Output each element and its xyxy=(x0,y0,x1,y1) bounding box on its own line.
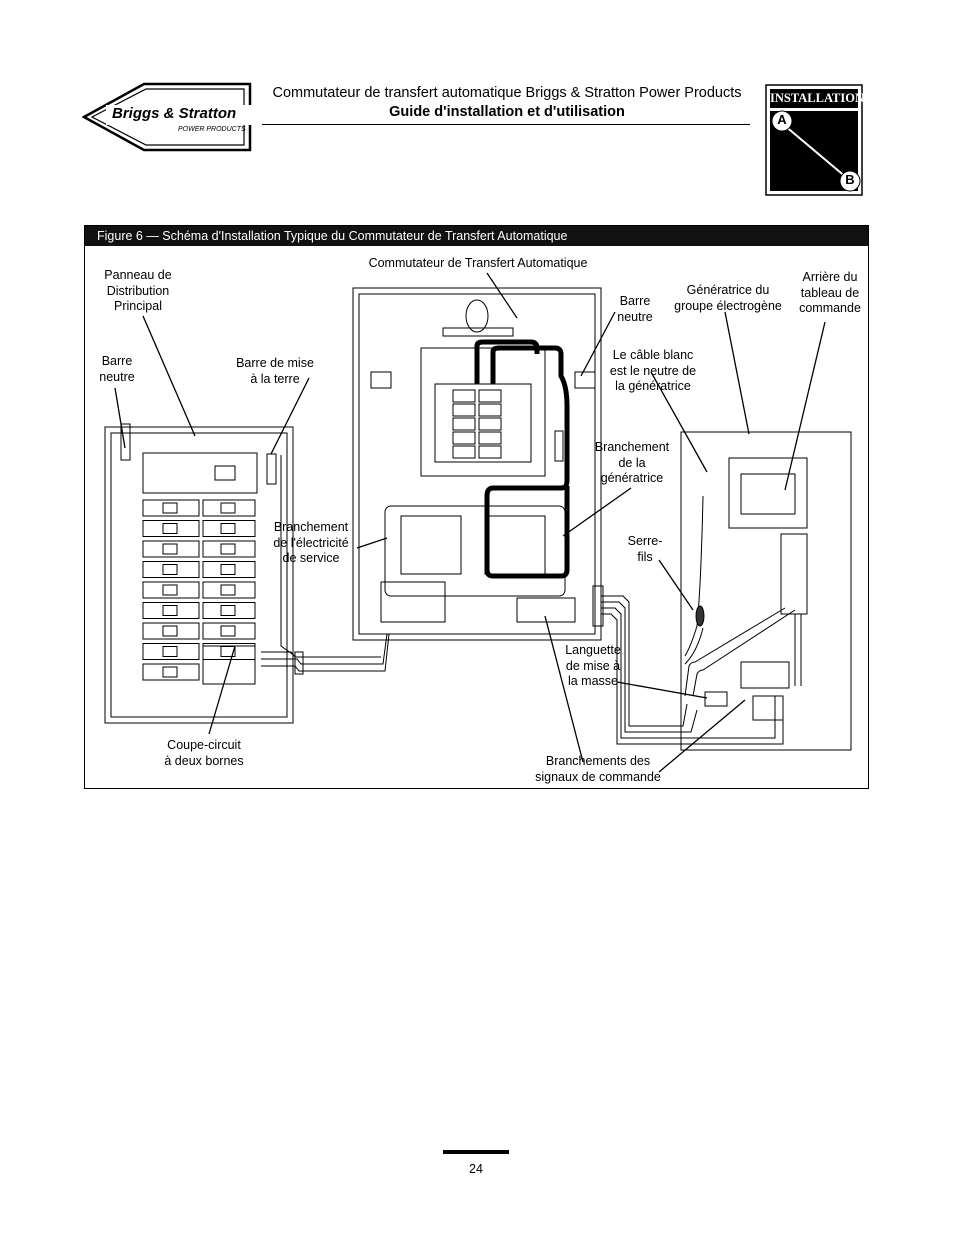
breaker-toggle xyxy=(220,605,236,616)
main-distribution-panel xyxy=(104,423,294,724)
breaker-toggle xyxy=(220,584,236,596)
breaker-left xyxy=(142,581,200,599)
breaker-toggle xyxy=(220,523,236,534)
breaker-right xyxy=(202,540,256,558)
point-b: B xyxy=(845,172,855,187)
label-ground-lug: Languette de mise à la masse xyxy=(565,643,621,688)
breaker-toggle xyxy=(162,666,178,678)
installation-diagram xyxy=(104,272,852,773)
label-neutral-bar-left: Barre neutre xyxy=(99,354,135,384)
breaker-right xyxy=(202,520,256,537)
ats-enclosure xyxy=(352,287,602,641)
label-main-panel: Panneau de Distribution Principal xyxy=(104,268,172,313)
breaker-toggle xyxy=(220,564,236,575)
header-subtitle: Guide d'installation et d'utilisation xyxy=(389,104,625,120)
figure-caption: Figure 6 — Schéma d'Installation Typique… xyxy=(85,226,868,246)
installation-title: INSTALLATION xyxy=(770,91,865,105)
label-white-cable: Le câble blanc est le neutre de la génér… xyxy=(609,348,697,393)
ats-breaker xyxy=(452,403,476,417)
ats-breaker xyxy=(452,445,476,459)
ats-breaker xyxy=(478,389,502,403)
breaker-toggle xyxy=(220,543,236,555)
breaker-left xyxy=(142,663,200,681)
breaker-right xyxy=(202,581,256,599)
breaker-toggle xyxy=(220,502,236,514)
breaker-left xyxy=(142,520,200,537)
figure-6: Figure 6 — Schéma d'Installation Typique… xyxy=(84,225,869,789)
breaker-left xyxy=(142,499,200,517)
ats-breaker xyxy=(478,431,502,445)
breaker-left xyxy=(142,540,200,558)
briggs-stratton-logo: Briggs & Stratton POWER PRODUCTS xyxy=(81,80,262,154)
breaker-toggle xyxy=(220,625,236,637)
header-rule xyxy=(262,124,750,125)
installation-badge: INSTALLATION A B xyxy=(765,84,865,196)
label-double-pole-breaker: Coupe-circuit à deux bornes xyxy=(164,738,244,768)
logo-brand: Briggs & Stratton xyxy=(112,105,237,122)
label-wire-nuts: Serre- fils xyxy=(627,534,663,564)
ats-breaker xyxy=(478,445,502,459)
breaker-toggle xyxy=(162,584,178,596)
label-generator-connection: Branchement de la génératrice xyxy=(594,440,670,485)
breaker-left xyxy=(142,561,200,578)
breaker-right xyxy=(202,561,256,578)
breaker-toggle xyxy=(162,564,178,575)
ats-breaker xyxy=(452,389,476,403)
page-number: 24 xyxy=(469,1162,483,1176)
installation-badge-icon xyxy=(765,84,863,196)
page-number-rule xyxy=(443,1150,509,1154)
label-neutral-bar-right: Barre neutre xyxy=(617,294,653,324)
generator-enclosure xyxy=(680,431,852,751)
breaker-toggle xyxy=(162,646,178,657)
ats-breaker xyxy=(478,403,502,417)
ats-breaker xyxy=(452,431,476,445)
breaker-toggle xyxy=(162,523,178,534)
label-ground-bar: Barre de mise à la terre xyxy=(236,356,314,386)
breaker-left xyxy=(142,643,200,660)
logo-sub: POWER PRODUCTS xyxy=(178,126,246,133)
point-a: A xyxy=(777,112,787,127)
label-ats: Commutateur de Transfert Automatique xyxy=(368,256,588,270)
breaker-toggle xyxy=(162,543,178,555)
breaker-left xyxy=(142,602,200,619)
header-title: Commutateur de transfert automatique Bri… xyxy=(272,85,742,101)
double-pole-breaker xyxy=(202,645,256,685)
label-generator: Génératrice du groupe électrogène xyxy=(674,283,782,313)
breaker-toggle xyxy=(162,605,178,616)
label-control-signal: Branchements des signaux de commande xyxy=(535,754,661,784)
breaker-toggle xyxy=(162,625,178,637)
breaker-right xyxy=(202,622,256,640)
breaker-right xyxy=(202,602,256,619)
breaker-right xyxy=(202,499,256,517)
ats-breaker xyxy=(452,417,476,431)
breaker-left xyxy=(142,622,200,640)
ats-breaker xyxy=(478,417,502,431)
label-service-connection: Branchement de l'électricité de service xyxy=(273,520,349,565)
briggs-diamond-logo-icon xyxy=(81,82,254,152)
label-control-panel-rear: Arrière du tableau de commande xyxy=(799,270,861,315)
breaker-toggle xyxy=(162,502,178,514)
